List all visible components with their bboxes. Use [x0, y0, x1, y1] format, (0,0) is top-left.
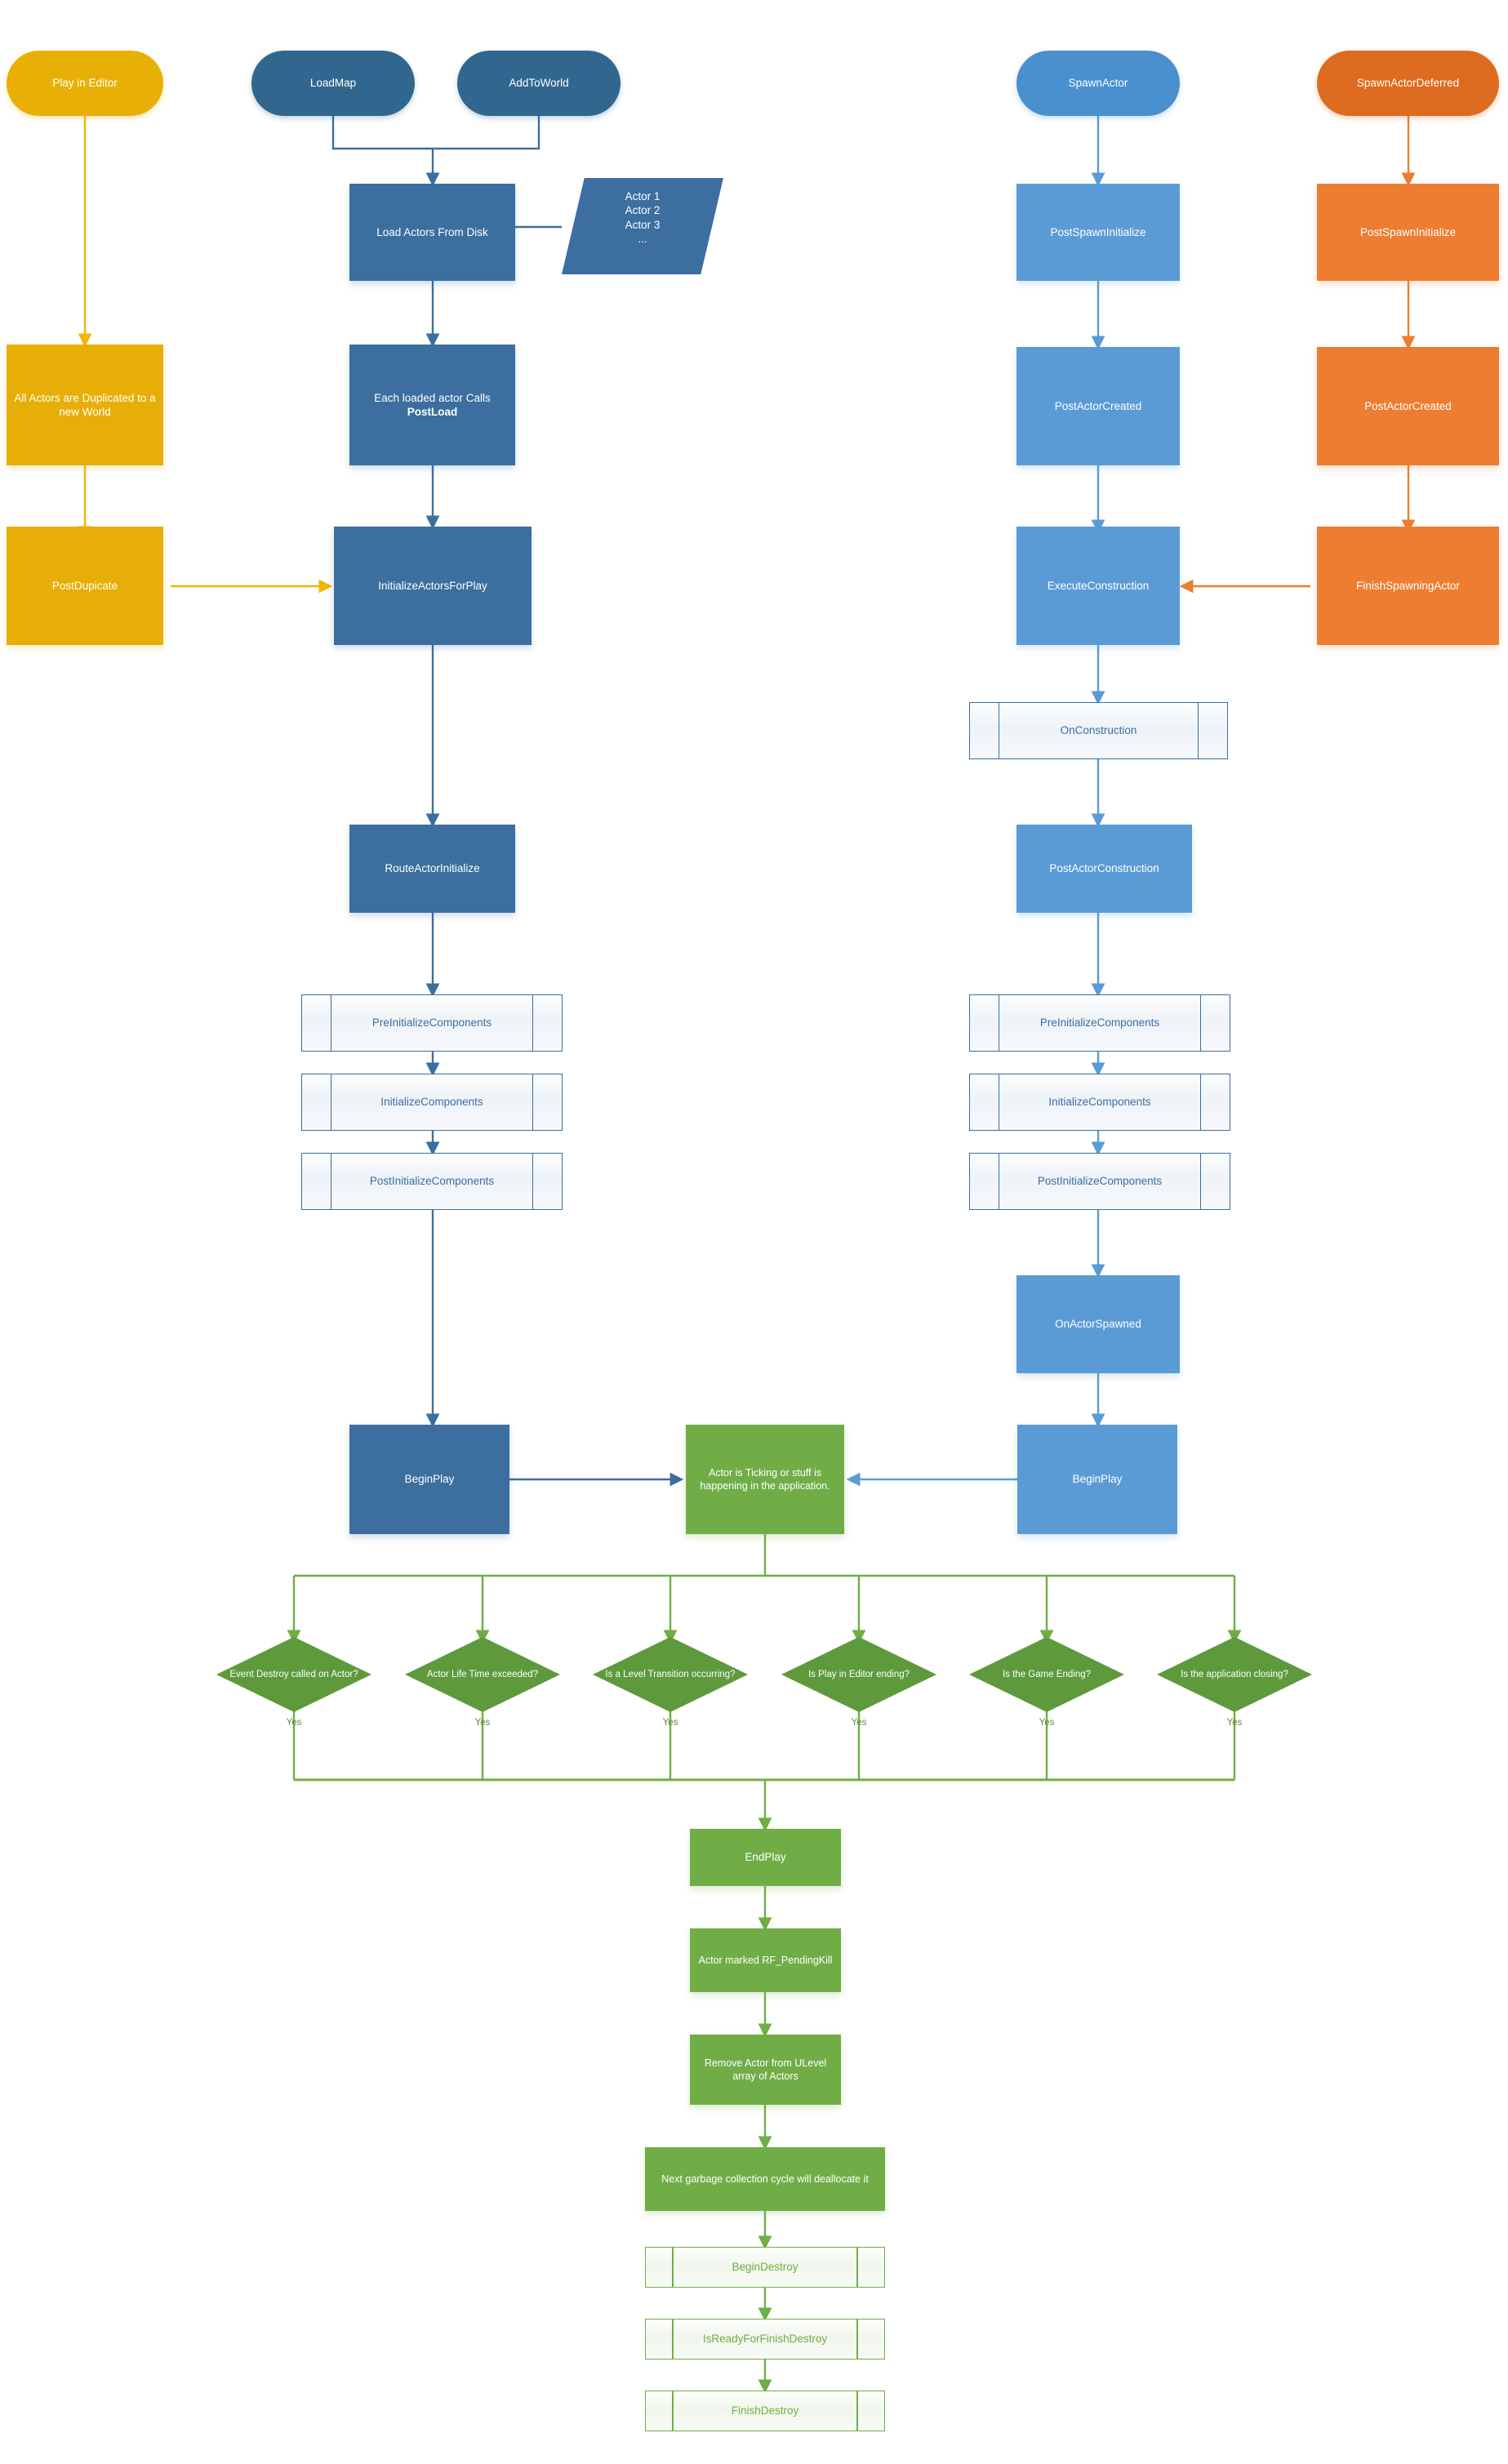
node-remove-actor-from-ulevel-label: Remove Actor from ULevel array of Actors [704, 2057, 827, 2082]
yes-label-2: Yes [662, 1718, 678, 1728]
node-spawn-actor[interactable]: SpawnActor [1016, 51, 1180, 116]
node-finish-spawning-actor[interactable]: FinishSpawningActor [1317, 527, 1499, 645]
decision-label: Actor Life Time exceeded? [426, 1669, 539, 1679]
node-spawn-actor-deferred-label: SpawnActorDeferred [1356, 77, 1460, 90]
node-initialize-components-left[interactable]: InitializeComponents [301, 1074, 563, 1131]
decision-actor-life-time[interactable]: Actor Life Time exceeded? [405, 1637, 560, 1712]
decision-level-transition[interactable]: Is a Level Transition occurring? [593, 1637, 748, 1712]
node-post-actor-construction-label: PostActorConstruction [1049, 862, 1159, 875]
node-is-ready-for-finish-destroy-label: IsReadyForFinishDestroy [702, 2333, 828, 2346]
node-initialize-components-right[interactable]: InitializeComponents [969, 1074, 1230, 1131]
decision-application-closing[interactable]: Is the application closing? [1157, 1637, 1312, 1712]
node-initialize-components-left-label: InitializeComponents [380, 1096, 483, 1109]
node-remove-actor-from-ulevel[interactable]: Remove Actor from ULevel array of Actors [690, 2035, 841, 2105]
node-post-spawn-initialize-blue[interactable]: PostSpawnInitialize [1016, 184, 1180, 281]
postload-text-bold: PostLoad [407, 406, 458, 418]
node-actor-list-data[interactable]: Actor 1 Actor 2 Actor 3 ... [562, 178, 723, 274]
node-post-actor-construction[interactable]: PostActorConstruction [1016, 825, 1192, 913]
node-begin-play-right-label: BeginPlay [1072, 1473, 1123, 1486]
node-begin-destroy[interactable]: BeginDestroy [645, 2247, 885, 2288]
node-load-actors-from-disk[interactable]: Load Actors From Disk [349, 184, 515, 281]
node-post-spawn-initialize-blue-label: PostSpawnInitialize [1050, 225, 1146, 238]
node-next-gc-cycle[interactable]: Next garbage collection cycle will deall… [645, 2147, 885, 2211]
decision-label: Is the Game Ending? [1002, 1669, 1092, 1679]
node-post-initialize-components-left[interactable]: PostInitializeComponents [301, 1153, 563, 1210]
node-post-duplicate-label: PostDupicate [51, 579, 118, 592]
decision-label: Event Destroy called on Actor? [229, 1669, 358, 1679]
node-initialize-actors-for-play[interactable]: InitializeActorsForPlay [334, 527, 532, 645]
node-finish-destroy[interactable]: FinishDestroy [645, 2391, 885, 2431]
node-on-actor-spawned[interactable]: OnActorSpawned [1016, 1275, 1180, 1373]
node-play-in-editor-label: Play in Editor [52, 77, 118, 90]
node-add-to-world-label: AddToWorld [509, 77, 569, 90]
node-end-play-label: EndPlay [745, 1851, 786, 1864]
node-actor-marked-pending-kill[interactable]: Actor marked RF_PendingKill [690, 1928, 841, 1992]
node-load-map[interactable]: LoadMap [251, 51, 415, 116]
node-route-actor-initialize[interactable]: RouteActorInitialize [349, 825, 515, 913]
node-begin-play-left-label: BeginPlay [404, 1473, 455, 1486]
node-pre-initialize-components-right[interactable]: PreInitializeComponents [969, 994, 1230, 1052]
node-end-play[interactable]: EndPlay [690, 1829, 841, 1886]
node-add-to-world[interactable]: AddToWorld [457, 51, 621, 116]
decision-play-in-editor-ending[interactable]: Is Play in Editor ending? [781, 1637, 936, 1712]
node-play-in-editor[interactable]: Play in Editor [7, 51, 163, 116]
yes-label-4: Yes [1039, 1718, 1055, 1728]
node-finish-destroy-label: FinishDestroy [731, 2404, 799, 2417]
node-actor-is-ticking[interactable]: Actor is Ticking or stuff is happening i… [686, 1425, 844, 1534]
node-pre-initialize-components-left-label: PreInitializeComponents [371, 1016, 492, 1030]
decision-label: Is Play in Editor ending? [807, 1669, 910, 1679]
node-begin-destroy-label: BeginDestroy [732, 2261, 798, 2274]
actor-list-item-4: ... [638, 232, 647, 245]
node-begin-play-right[interactable]: BeginPlay [1017, 1425, 1177, 1534]
node-execute-construction[interactable]: ExecuteConstruction [1016, 527, 1180, 645]
node-post-spawn-initialize-orange[interactable]: PostSpawnInitialize [1317, 184, 1499, 281]
node-post-actor-created-orange-label: PostActorCreated [1364, 399, 1452, 412]
node-post-initialize-components-right[interactable]: PostInitializeComponents [969, 1153, 1230, 1210]
node-post-duplicate[interactable]: PostDupicate [7, 527, 163, 645]
node-pre-initialize-components-right-label: PreInitializeComponents [1039, 1016, 1160, 1030]
node-post-spawn-initialize-orange-label: PostSpawnInitialize [1359, 225, 1457, 238]
node-pre-initialize-components-left[interactable]: PreInitializeComponents [301, 994, 563, 1052]
node-spawn-actor-deferred[interactable]: SpawnActorDeferred [1317, 51, 1499, 116]
node-actor-is-ticking-label: Actor is Ticking or stuff is happening i… [700, 1467, 830, 1492]
decision-game-ending[interactable]: Is the Game Ending? [969, 1637, 1124, 1712]
node-spawn-actor-label: SpawnActor [1068, 77, 1128, 90]
actor-list-item-1: Actor 1 [625, 190, 661, 202]
node-all-actors-duplicated-label: All Actors are Duplicated to a new World [14, 391, 156, 418]
yes-label-5: Yes [1226, 1718, 1243, 1728]
yes-label-0: Yes [286, 1718, 302, 1728]
node-begin-play-left[interactable]: BeginPlay [349, 1425, 509, 1534]
node-post-initialize-components-right-label: PostInitializeComponents [1037, 1175, 1163, 1188]
node-next-gc-cycle-label: Next garbage collection cycle will deall… [661, 2173, 869, 2185]
yes-label-1: Yes [474, 1718, 491, 1728]
node-all-actors-duplicated[interactable]: All Actors are Duplicated to a new World [7, 345, 163, 465]
node-on-construction-label: OnConstruction [1060, 724, 1137, 737]
node-each-loaded-actor-postload[interactable]: Each loaded actor Calls PostLoad [349, 345, 515, 465]
node-post-actor-created-blue[interactable]: PostActorCreated [1016, 347, 1180, 465]
node-load-actors-from-disk-label: Load Actors From Disk [376, 225, 488, 238]
postload-text-prefix: Each loaded actor Calls [374, 391, 491, 404]
node-each-loaded-actor-postload-label: Each loaded actor Calls PostLoad [354, 391, 510, 420]
decision-label: Is a Level Transition occurring? [605, 1669, 736, 1679]
node-on-construction[interactable]: OnConstruction [969, 702, 1228, 759]
yes-label-3: Yes [851, 1718, 867, 1728]
node-execute-construction-label: ExecuteConstruction [1047, 579, 1150, 592]
node-on-actor-spawned-label: OnActorSpawned [1055, 1318, 1141, 1331]
actor-list-item-2: Actor 2 [625, 204, 661, 217]
node-post-initialize-components-left-label: PostInitializeComponents [369, 1175, 495, 1188]
node-load-map-label: LoadMap [309, 77, 357, 90]
node-post-actor-created-blue-label: PostActorCreated [1054, 399, 1142, 412]
actor-list-item-3: Actor 3 [625, 218, 661, 231]
node-is-ready-for-finish-destroy[interactable]: IsReadyForFinishDestroy [645, 2319, 885, 2359]
node-actor-marked-pending-kill-label: Actor marked RF_PendingKill [698, 1955, 833, 1966]
decision-event-destroy[interactable]: Event Destroy called on Actor? [216, 1637, 371, 1712]
decision-label: Is the application closing? [1181, 1669, 1288, 1679]
node-initialize-components-right-label: InitializeComponents [1048, 1096, 1151, 1109]
node-route-actor-initialize-label: RouteActorInitialize [385, 862, 480, 875]
node-post-actor-created-orange[interactable]: PostActorCreated [1317, 347, 1499, 465]
node-finish-spawning-actor-label: FinishSpawningActor [1356, 579, 1460, 592]
node-initialize-actors-for-play-label: InitializeActorsForPlay [378, 579, 487, 592]
